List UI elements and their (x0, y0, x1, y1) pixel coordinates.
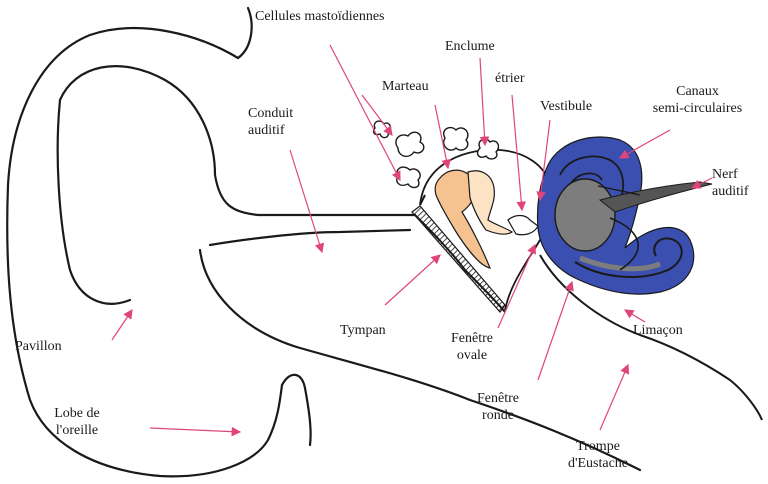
label-pavillon: Pavillon (15, 338, 62, 355)
label-lobe-de-loreille: Lobe de l'oreille (40, 405, 114, 439)
label-fenetre-ovale: Fenêtre ovale (440, 330, 504, 364)
label-limacon: Limaçon (633, 322, 683, 339)
label-conduit-auditif: Conduit auditif (248, 105, 293, 139)
inner-ear (537, 137, 712, 294)
label-marteau: Marteau (382, 78, 429, 95)
label-vestibule: Vestibule (540, 98, 592, 115)
vestibule (555, 179, 615, 251)
label-trompe-deustache: Trompe d'Eustache (558, 438, 638, 472)
label-enclume: Enclume (445, 38, 495, 55)
label-cellules-mastoidiennes: Cellules mastoïdiennes (255, 8, 384, 25)
label-canaux-semi-circulaires: Canaux semi-circulaires (635, 83, 760, 117)
label-nerf-auditif: Nerf auditif (712, 166, 749, 200)
label-etrier: étrier (495, 70, 525, 87)
label-tympan: Tympan (340, 322, 386, 339)
incus (468, 171, 512, 234)
label-fenetre-ronde: Fenêtre ronde (466, 390, 530, 424)
